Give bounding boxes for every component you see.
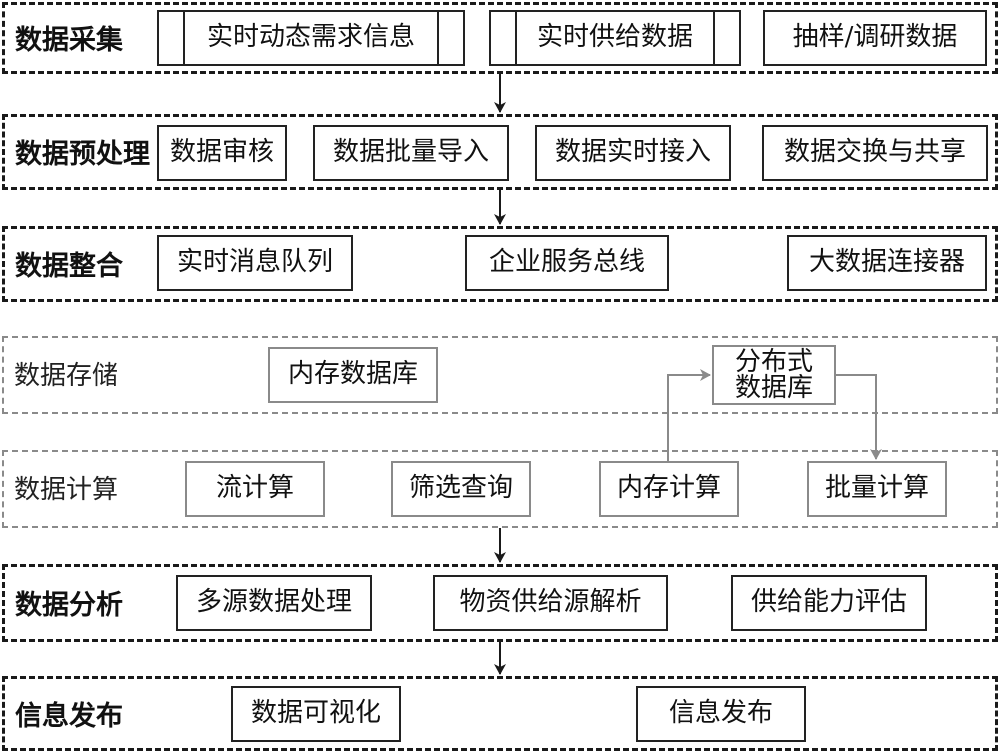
layer-data-storage: 数据存储: [2, 336, 998, 414]
box-supply-capacity-assessment: 供给能力评估: [731, 575, 927, 631]
box-information-release: 信息发布: [636, 686, 806, 742]
layer-data-analysis: 数据分析: [2, 564, 998, 642]
box-stream-computing: 流计算: [185, 461, 325, 517]
box-realtime-demand-info: 实时动态需求信息: [157, 10, 465, 66]
box-in-memory-computing: 内存计算: [599, 461, 739, 517]
box-distributed-database: 分布式 数据库: [712, 345, 836, 405]
box-in-memory-database: 内存数据库: [268, 347, 438, 403]
distributed-database-line1: 分布式: [734, 347, 813, 377]
box-realtime-message-queue: 实时消息队列: [157, 235, 353, 291]
layer-title-data-analysis: 数据分析: [15, 590, 123, 621]
box-data-batch-import: 数据批量导入: [313, 125, 509, 181]
layer-title-data-preprocessing: 数据预处理: [15, 139, 150, 170]
box-filter-query: 筛选查询: [391, 461, 531, 517]
box-data-exchange-sharing: 数据交换与共享: [762, 125, 988, 181]
distributed-database-line2: 数据库: [734, 373, 813, 403]
box-data-visualization: 数据可视化: [231, 686, 401, 742]
box-data-realtime-access: 数据实时接入: [535, 125, 731, 181]
box-batch-computing: 批量计算: [807, 461, 947, 517]
box-multi-source-data-processing: 多源数据处理: [176, 575, 372, 631]
layer-title-data-computing: 数据计算: [14, 475, 119, 505]
layer-data-computing: 数据计算: [2, 450, 998, 528]
layer-data-preprocessing: 数据预处理: [2, 114, 998, 190]
box-big-data-connector: 大数据连接器: [787, 235, 987, 291]
layer-data-integration: 数据整合: [2, 226, 998, 302]
layer-title-data-storage: 数据存储: [14, 361, 119, 391]
layer-title-information-publishing: 信息发布: [15, 701, 123, 732]
box-data-audit: 数据审核: [157, 125, 287, 181]
layer-title-data-collection: 数据采集: [15, 25, 123, 56]
box-material-supply-source-analysis: 物资供给源解析: [433, 575, 668, 631]
box-realtime-supply-data: 实时供给数据: [489, 10, 741, 66]
box-enterprise-service-bus: 企业服务总线: [465, 235, 669, 291]
layer-data-collection: 数据采集: [2, 2, 998, 74]
layer-information-publishing: 信息发布: [2, 676, 998, 751]
layer-title-data-integration: 数据整合: [15, 251, 123, 282]
box-sampling-survey-data: 抽样/调研数据: [763, 10, 987, 66]
